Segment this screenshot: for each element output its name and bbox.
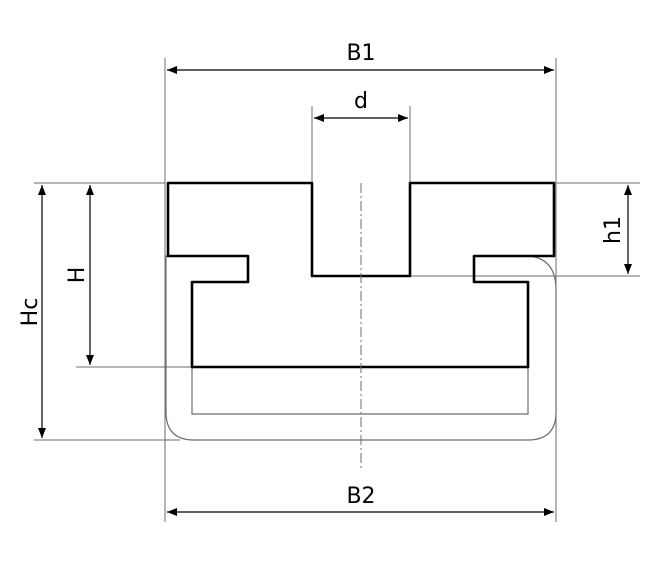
label-b2: B2 <box>346 484 375 509</box>
label-b1: B1 <box>346 41 375 66</box>
label-d: d <box>354 89 368 114</box>
dimension-lines <box>38 66 632 516</box>
carrier-inner-path <box>191 282 529 415</box>
label-h1: h1 <box>601 216 626 244</box>
label-hc: Hc <box>18 298 43 327</box>
profile-outline <box>166 181 556 369</box>
label-h: H <box>65 267 90 284</box>
extension-lines <box>34 58 640 522</box>
